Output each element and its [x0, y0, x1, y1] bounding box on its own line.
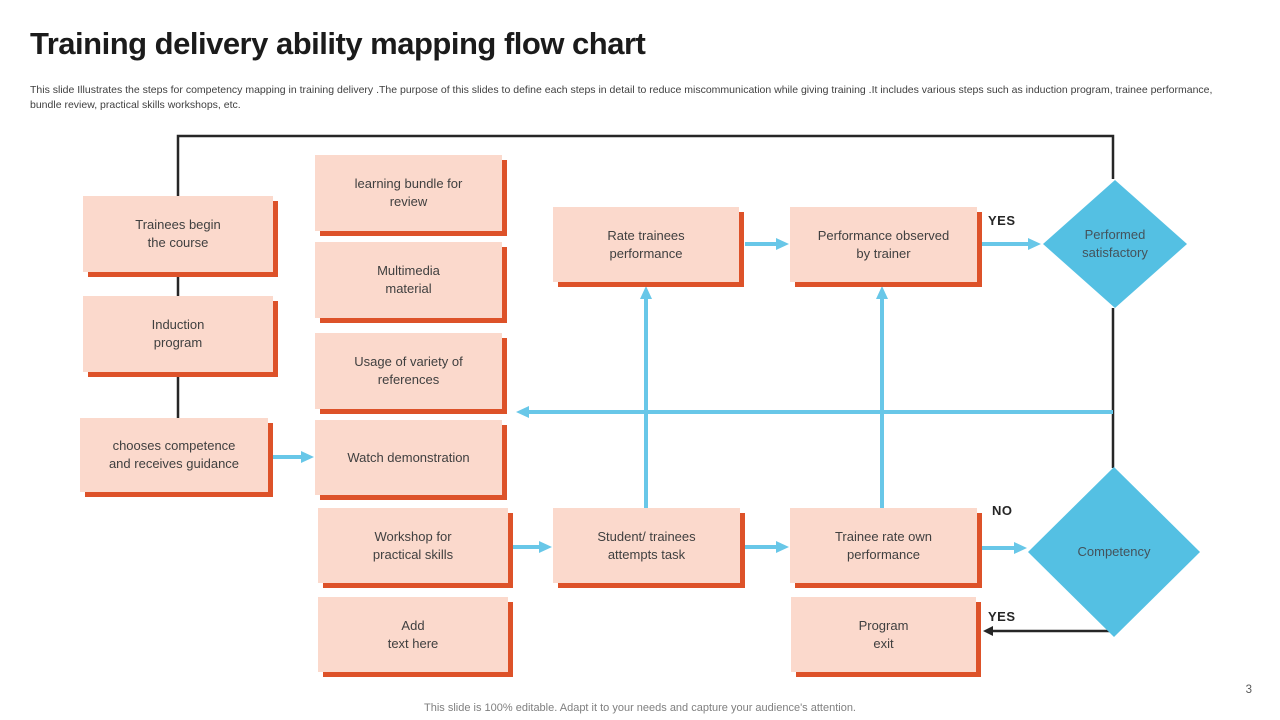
- connector-start-loop-line: [176, 134, 1115, 418]
- page-number: 3: [1245, 684, 1252, 696]
- slide-title: Training delivery ability mapping flow c…: [30, 26, 646, 61]
- slide-description: This slide Illustrates the steps for com…: [30, 84, 1213, 112]
- flowchart-connectors: [176, 134, 1115, 636]
- slide-footer: This slide is 100% editable. Adapt it to…: [424, 702, 856, 714]
